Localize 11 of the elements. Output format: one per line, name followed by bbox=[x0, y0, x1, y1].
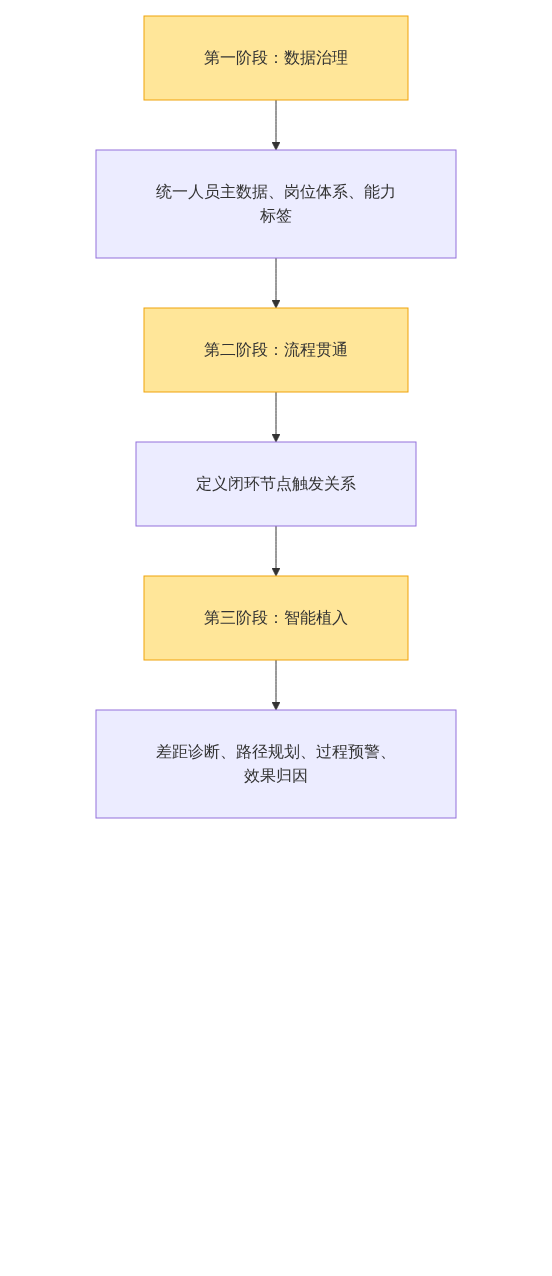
node-box: 差距诊断、路径规划、过程预警、效果归因 bbox=[95, 709, 457, 819]
node-box: 定义闭环节点触发关系 bbox=[135, 441, 417, 527]
node-box: 第二阶段：流程贯通 bbox=[143, 307, 409, 393]
arrow bbox=[271, 257, 281, 309]
arrow bbox=[271, 525, 281, 577]
node-box: 第三阶段：智能植入 bbox=[143, 575, 409, 661]
arrow bbox=[271, 99, 281, 151]
node-box: 第一阶段：数据治理 bbox=[143, 15, 409, 101]
node-box: 统一人员主数据、岗位体系、能力标签 bbox=[95, 149, 457, 259]
arrow bbox=[271, 659, 281, 711]
arrow bbox=[271, 391, 281, 443]
